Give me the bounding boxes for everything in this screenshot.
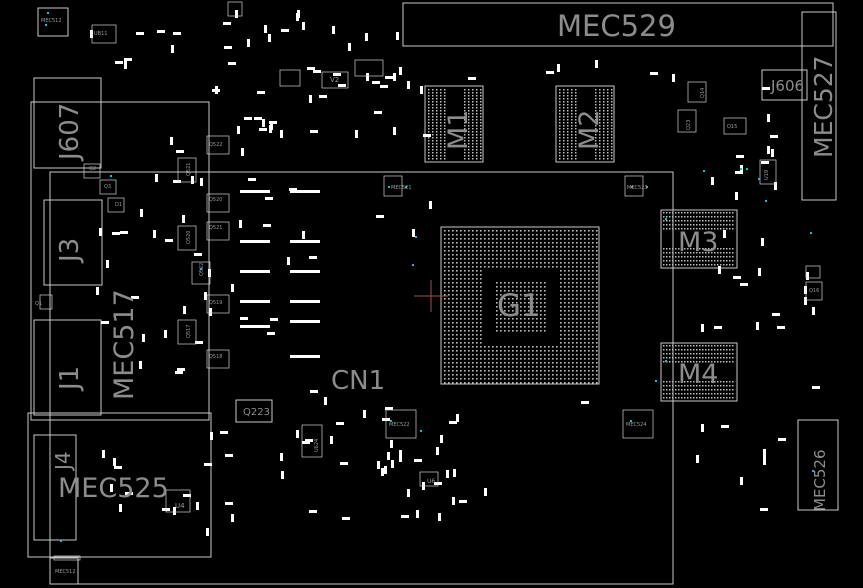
u624-label: U624 <box>314 439 320 452</box>
mec523-label: MEC523 <box>627 185 648 191</box>
q223-outline <box>235 399 273 423</box>
passive-component-pads <box>39 1 823 561</box>
mec527-outline <box>801 11 837 201</box>
mec524-label: MEC524 <box>626 422 647 428</box>
q23-label: Q23 <box>686 120 692 130</box>
q2-label: Q2 <box>89 166 96 172</box>
j4-label: J4 <box>51 451 75 472</box>
j606-outline <box>761 69 808 101</box>
m2-outline <box>555 85 615 163</box>
j1-outline <box>33 319 102 416</box>
u19-label: U19 <box>764 170 770 180</box>
m1-outline <box>424 85 484 163</box>
q522v-label: Q522 <box>199 263 205 276</box>
mec522-label: MEC522 <box>389 422 410 428</box>
mec517-outline <box>30 101 210 421</box>
crosshair-cursor <box>414 280 448 312</box>
m1-label: M1 <box>443 110 474 150</box>
mec529-outline <box>402 2 834 47</box>
g1-bga-pads <box>444 230 598 384</box>
j3-label: J3 <box>55 238 85 264</box>
mec525-outline <box>27 412 212 558</box>
cn1-outline <box>49 171 674 585</box>
j607-outline <box>33 77 102 169</box>
q517-label: Q517 <box>186 325 192 338</box>
q3-label: Q3 <box>104 184 111 190</box>
m4-outline <box>660 342 738 402</box>
q522-label: Q522 <box>209 142 222 148</box>
q223-label: Q223 <box>243 407 270 418</box>
u4-label: U4 <box>175 502 185 510</box>
j4-outline <box>33 434 77 541</box>
m3-label: M3 <box>678 227 718 258</box>
board-outlines <box>27 2 839 585</box>
q520v-label: Q520 <box>186 231 192 244</box>
mec521-label: MEC521 <box>391 185 412 191</box>
g1-label: G1 <box>497 288 541 324</box>
q520-label: Q520 <box>209 197 222 203</box>
j3-outline <box>43 199 103 286</box>
mec529-label: MEC529 <box>557 9 676 43</box>
m3-outline <box>660 209 738 269</box>
mec512-bottom-label: MEC512 <box>55 569 76 575</box>
mec512-top-outline <box>37 7 69 37</box>
u6-label: U6 <box>427 478 435 485</box>
mec512-top-label: MEC512 <box>41 18 62 24</box>
mec527-label: MEC527 <box>809 55 838 158</box>
cn1-label: CN1 <box>331 366 385 396</box>
memory-bga-pads <box>428 89 734 399</box>
q15-label: Q15 <box>727 124 737 130</box>
q14-label: Q14 <box>700 88 706 98</box>
m2-label: M2 <box>574 110 605 150</box>
q16-label: Q16 <box>809 288 819 294</box>
d1-label: D1 <box>115 202 122 208</box>
memory-outlines <box>424 85 738 402</box>
q518-label: Q518 <box>209 354 222 360</box>
g1-outline <box>440 226 600 385</box>
j1-label: J1 <box>55 366 85 392</box>
m4-label: M4 <box>678 359 718 390</box>
mec525-label: MEC525 <box>58 473 169 504</box>
mec512-bottom-outline <box>49 557 79 585</box>
ub11-label: UB11 <box>94 31 107 37</box>
v2-label: V2 <box>330 76 339 84</box>
mec526-outline <box>797 419 839 511</box>
j606-label: J606 <box>770 77 804 95</box>
j607-label: J607 <box>55 103 85 162</box>
mec526-label: MEC526 <box>811 449 829 511</box>
mec517-label: MEC517 <box>109 289 140 400</box>
q521v-label: Q521 <box>186 163 192 176</box>
q521-label: Q521 <box>209 225 222 231</box>
q1-label: Q1 <box>35 301 42 307</box>
q519-label: Q519 <box>209 300 222 306</box>
pin1-markers <box>45 12 814 542</box>
